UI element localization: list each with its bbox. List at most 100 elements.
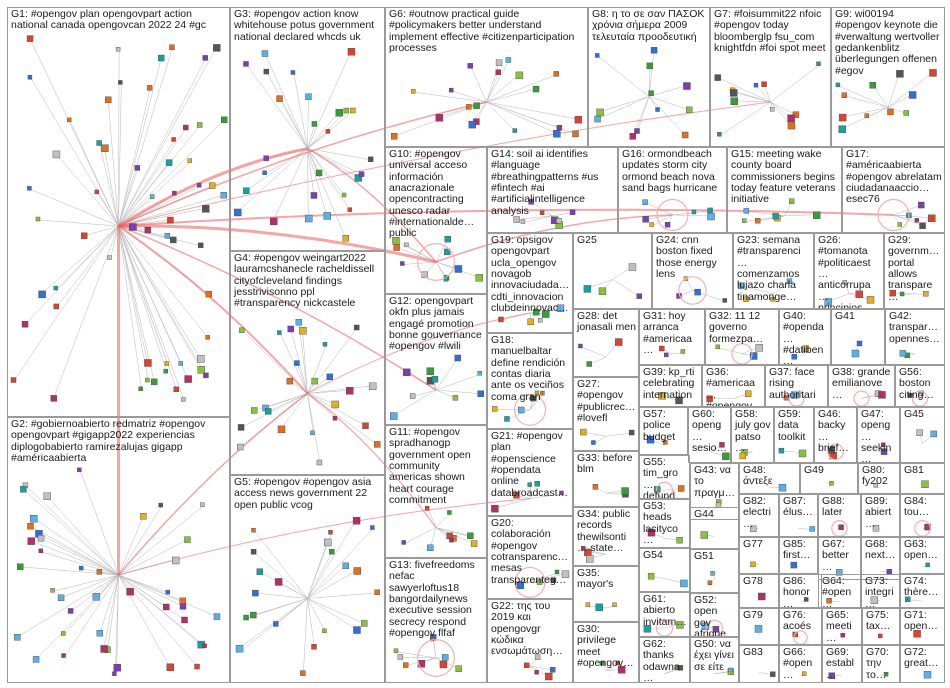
node [505,57,512,63]
group-label: G22: της του 2019 και opengovgr κώδικα ε… [491,600,563,658]
group-label: G86: honor… [783,575,810,608]
node [786,278,793,284]
group-cell-g59: G59: data toolkit [774,407,814,463]
node [908,393,913,398]
node [542,310,550,318]
edge [733,92,771,103]
group-label: G46: backy… brief… [818,408,849,454]
node [452,395,459,401]
node [798,449,807,458]
node [263,155,269,161]
node-cluster-g9 [835,69,937,133]
group-cell-g14: G14: soil ai identifies #language #breat… [487,147,618,233]
node-cluster-g60 [719,442,730,461]
edge [99,143,119,227]
node [202,643,207,648]
node-cluster-g25 [583,263,642,299]
edge [648,96,690,111]
node-cluster-g83 [770,671,776,677]
node-cluster-g10 [392,235,483,282]
node [591,440,596,445]
edge [118,505,204,576]
node-cluster-g36 [706,390,752,402]
node [663,352,669,358]
node [700,531,709,539]
node-cluster-g12 [390,354,484,420]
node [921,480,929,488]
node [676,536,683,544]
edge [486,74,520,103]
group-label: G77 [743,538,763,550]
node-cluster-g53 [647,528,683,544]
node [838,113,847,122]
edge [887,72,933,108]
edge [118,50,120,227]
node [495,59,503,66]
group-cell-g61: G61: abierto invitam… [639,592,690,637]
node [235,644,244,653]
group-cell-g13: G13: fivefreedoms nefac sawyerloftus18 b… [385,558,487,683]
edge [24,225,119,325]
node [184,536,191,543]
group-label: G33: before blm [577,452,633,476]
node [251,527,256,533]
node-cluster-g63 [925,562,930,568]
node [722,452,730,461]
node [840,633,845,638]
edge [307,598,365,624]
self-loop [827,443,844,461]
edge [486,62,500,103]
node [165,589,171,595]
node [347,207,352,212]
node [802,345,809,352]
self-loop [514,566,546,598]
node [202,205,210,213]
node [561,570,570,578]
node [158,502,163,508]
node-cluster-g31 [659,345,686,358]
node-cluster-g48 [778,483,787,492]
node [454,265,463,273]
group-cell-g60: G60: openg… sesio… [688,407,731,463]
edge [612,279,640,297]
group-cell-g41: G41 [831,309,885,365]
self-loop [678,276,707,305]
node [38,290,46,299]
node [393,244,400,251]
node [513,492,520,499]
edge [784,201,793,216]
node [662,440,668,445]
node [449,538,454,543]
edge [307,385,373,394]
node [923,670,932,679]
node [361,620,368,627]
group-label: G8: η το σε σαν ΠΑΣΟΚ χρόνια σήμερα 2009… [592,8,705,43]
group-cell-g80: G80: fy202… [858,463,900,494]
group-cell-g6: G6: #outnow practical guide #policymaker… [385,7,588,147]
node [835,82,841,88]
node [197,242,204,249]
node [397,654,404,660]
node [27,537,35,545]
node [596,108,604,117]
node-cluster-g51 [707,571,715,585]
node [346,387,354,395]
group-label: G76: acoés [783,609,812,633]
group-label: G40: #openda… #datiben… [783,310,824,365]
group-label: G70: την το… [866,646,889,681]
group-cell-g46: G46: backy… brief… [814,407,857,463]
edge [118,225,148,363]
node [202,55,208,61]
group-label: G13: fivefreedoms nefac sawyerloftus18 b… [389,559,475,639]
node [430,636,435,642]
node-cluster-g69 [828,672,835,679]
node [243,614,249,621]
node [754,625,763,633]
edge [118,88,151,227]
group-cell-g18: G18: manuelbaltar define rendición conta… [487,333,573,429]
node [595,53,600,58]
edge [435,389,457,399]
group-label: G3: #opengov action know whitehouse potu… [234,8,375,43]
group-cell-g9: G9: wi00194 #opengov keynote die #verwal… [831,7,945,147]
self-loop [417,639,455,677]
